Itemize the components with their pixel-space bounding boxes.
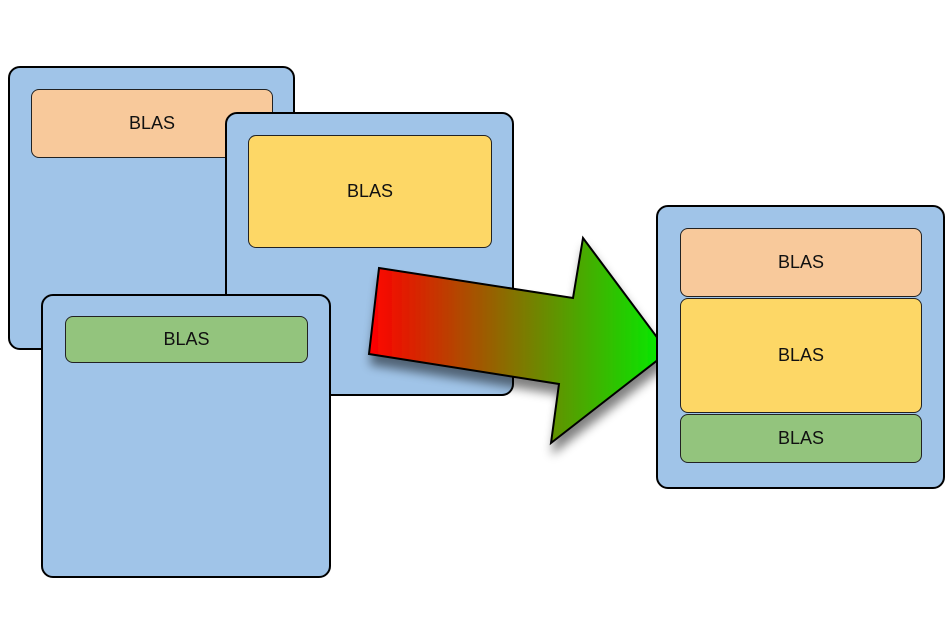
merged-blas-block-yellow: BLAS (680, 298, 922, 413)
blas-block-yellow: BLAS (248, 135, 492, 248)
merged-blas-block-green: BLAS (680, 414, 922, 463)
buffer-green: BLAS (41, 294, 331, 578)
merged-blas-block-peach: BLAS (680, 228, 922, 297)
merged-buffer: BLAS BLAS BLAS (656, 205, 945, 489)
blas-block-green: BLAS (65, 316, 308, 363)
